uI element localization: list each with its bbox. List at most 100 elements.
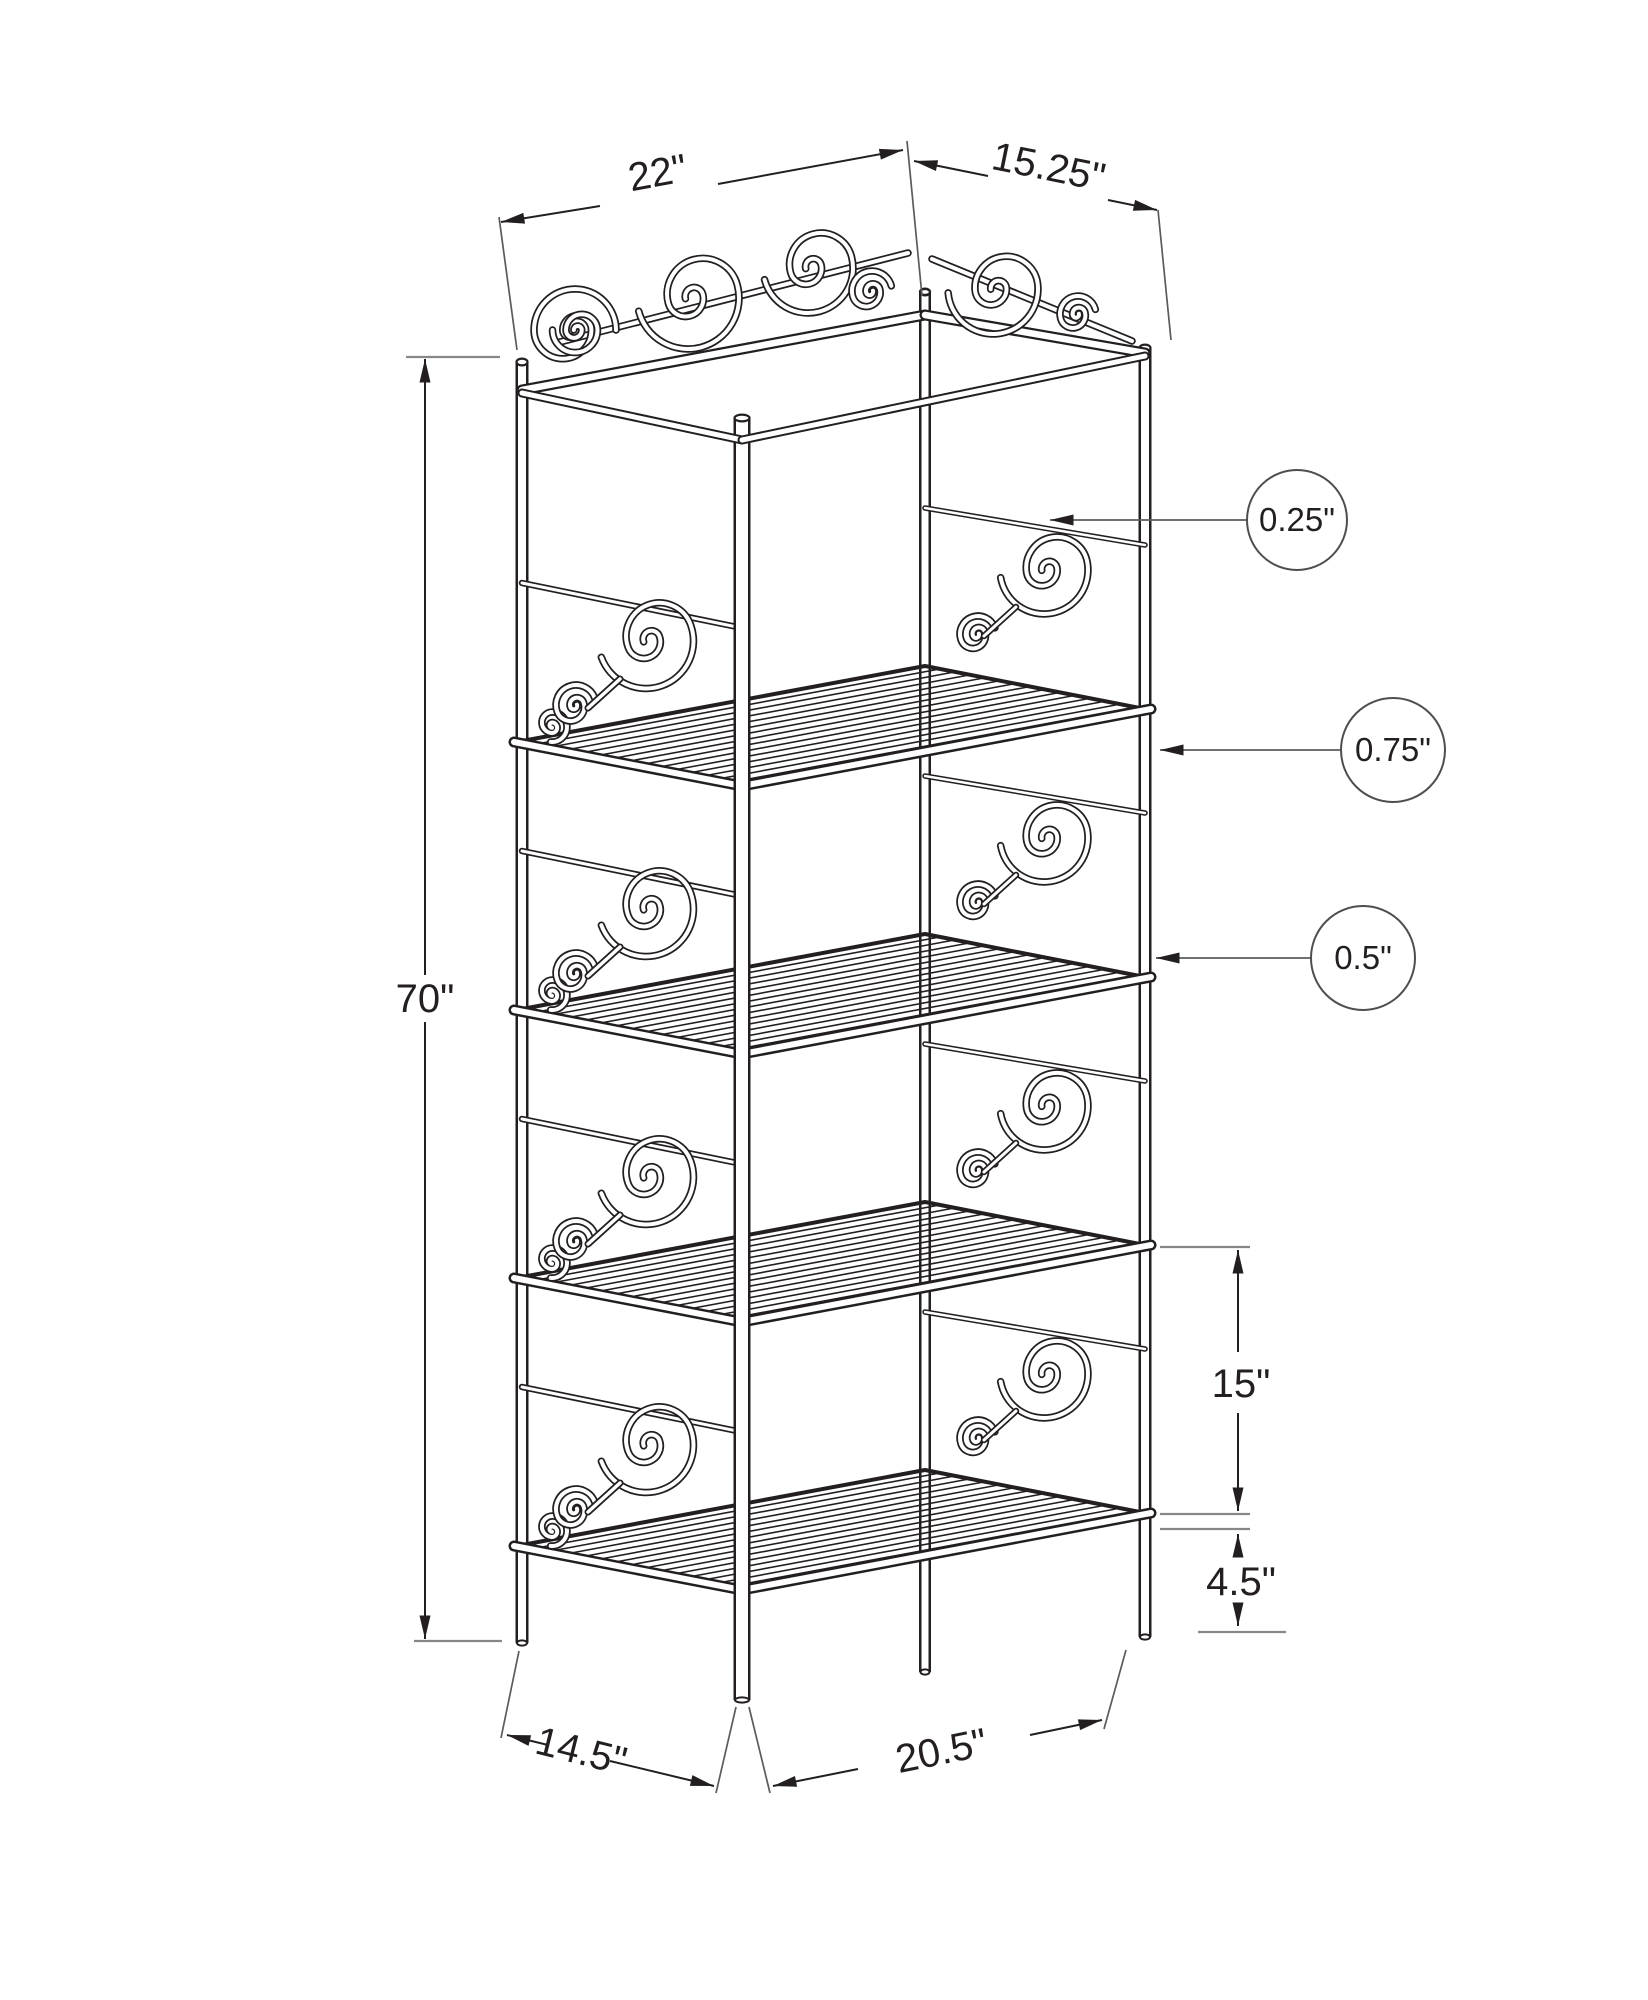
right-scroll-panels [922, 505, 1148, 1456]
callout-shelf-frame-diameter: 0.5" [1156, 905, 1416, 1011]
line [712, 1508, 1116, 1585]
dimension-arrow-line [1107, 199, 1158, 211]
dim-shelf-spacing-label: 15" [1212, 1362, 1271, 1406]
dimension-arrow-line [1029, 1719, 1103, 1736]
leg-foot [516, 1639, 528, 1647]
line [697, 701, 1102, 778]
line [551, 939, 955, 1016]
side-rail [923, 1310, 1147, 1351]
line [653, 960, 1058, 1037]
callout-circle [1246, 469, 1348, 571]
line [712, 972, 1116, 1049]
extension-line [1103, 1649, 1127, 1730]
dim-bottom-shelf-height: 4.5" [1198, 1534, 1286, 1634]
line [712, 1240, 1116, 1317]
line [609, 1219, 1014, 1296]
dim-overall-height-label: 70" [396, 977, 455, 1021]
side-rail [520, 1117, 744, 1166]
extension-line [748, 1706, 771, 1794]
line [624, 1490, 1028, 1567]
line [551, 1475, 955, 1552]
line [697, 1505, 1102, 1582]
dimension-arrow-line [506, 1734, 549, 1746]
scroll-stem [586, 1213, 622, 1246]
top-rail [519, 390, 745, 443]
dimension-arrow-line [500, 205, 601, 224]
line [653, 692, 1058, 769]
line [609, 951, 1014, 1028]
line [624, 1222, 1028, 1299]
shelf-back-rail [521, 1200, 1146, 1279]
line [580, 1481, 984, 1558]
crown-scrollwork [516, 226, 1151, 445]
scroll-spiral-icon [993, 1334, 1097, 1427]
line [712, 704, 1116, 781]
side-rail [520, 849, 744, 898]
line [580, 1213, 984, 1290]
dimension-arrow-line [717, 148, 904, 185]
line [624, 954, 1028, 1031]
dim-bottom-shelf-height-label: 4.5" [1206, 1560, 1276, 1604]
line [595, 1484, 999, 1561]
line [609, 1487, 1014, 1564]
line [595, 948, 999, 1025]
shelf-back-rail [521, 1468, 1146, 1547]
line [565, 1478, 970, 1555]
dim-top-width: 22" [498, 140, 923, 351]
scroll-stem [586, 1481, 622, 1514]
line [595, 680, 999, 757]
dimension-arrow-line [913, 160, 989, 177]
line [551, 1207, 955, 1284]
callout-leg-pole-diameter: 0.75" [1160, 697, 1446, 803]
callout-scroll-wire-diameter: 0.25" [1050, 469, 1348, 571]
leg-foot [734, 1696, 750, 1704]
crown-swag [930, 257, 1134, 343]
scroll-spiral-icon [993, 1066, 1097, 1159]
dim-top-depth-label: 15.25" [988, 134, 1109, 200]
scroll-spiral-icon [993, 798, 1097, 891]
line [609, 683, 1014, 760]
extension-line [1157, 209, 1172, 341]
leg-cap [733, 413, 751, 423]
rack-line-art [508, 226, 1157, 1704]
extension-line [715, 1706, 737, 1794]
scroll-stem [982, 1141, 1018, 1174]
legs [515, 287, 1152, 1676]
dimension-arrow-line [609, 1760, 715, 1787]
line [565, 1210, 970, 1287]
line [639, 1493, 1043, 1570]
callout-circle [1310, 905, 1416, 1011]
shelf-back-rail [521, 932, 1146, 1011]
callout-scroll-wire-label: 0.25" [1259, 501, 1335, 538]
left-scroll-panels [518, 579, 746, 1529]
line [551, 671, 955, 748]
line [595, 1216, 999, 1293]
side-rail [923, 1042, 1147, 1083]
dim-base-width: 20.5" [748, 1649, 1127, 1794]
dimension-arrow-line [772, 1768, 859, 1787]
line [624, 686, 1028, 763]
line [653, 1496, 1058, 1573]
extension-line [906, 140, 923, 297]
shelf-back-rail [521, 664, 1146, 743]
top-rail [518, 311, 929, 394]
scroll-stem [982, 605, 1018, 638]
dim-base-depth-label: 14.5" [531, 1719, 631, 1784]
scroll-spiral-icon [993, 530, 1097, 623]
line [565, 942, 970, 1019]
side-rail [923, 506, 1147, 547]
line [639, 689, 1043, 766]
line [639, 1225, 1043, 1302]
side-rail [923, 774, 1147, 815]
top-rail [739, 353, 1148, 443]
line [580, 677, 984, 754]
side-rail [520, 1385, 744, 1434]
leg-foot [1139, 1633, 1151, 1641]
front-leg [733, 413, 751, 1704]
side-rail [520, 581, 744, 630]
line [639, 957, 1043, 1034]
scroll-stem [982, 873, 1018, 906]
callout-circle [1340, 697, 1446, 803]
